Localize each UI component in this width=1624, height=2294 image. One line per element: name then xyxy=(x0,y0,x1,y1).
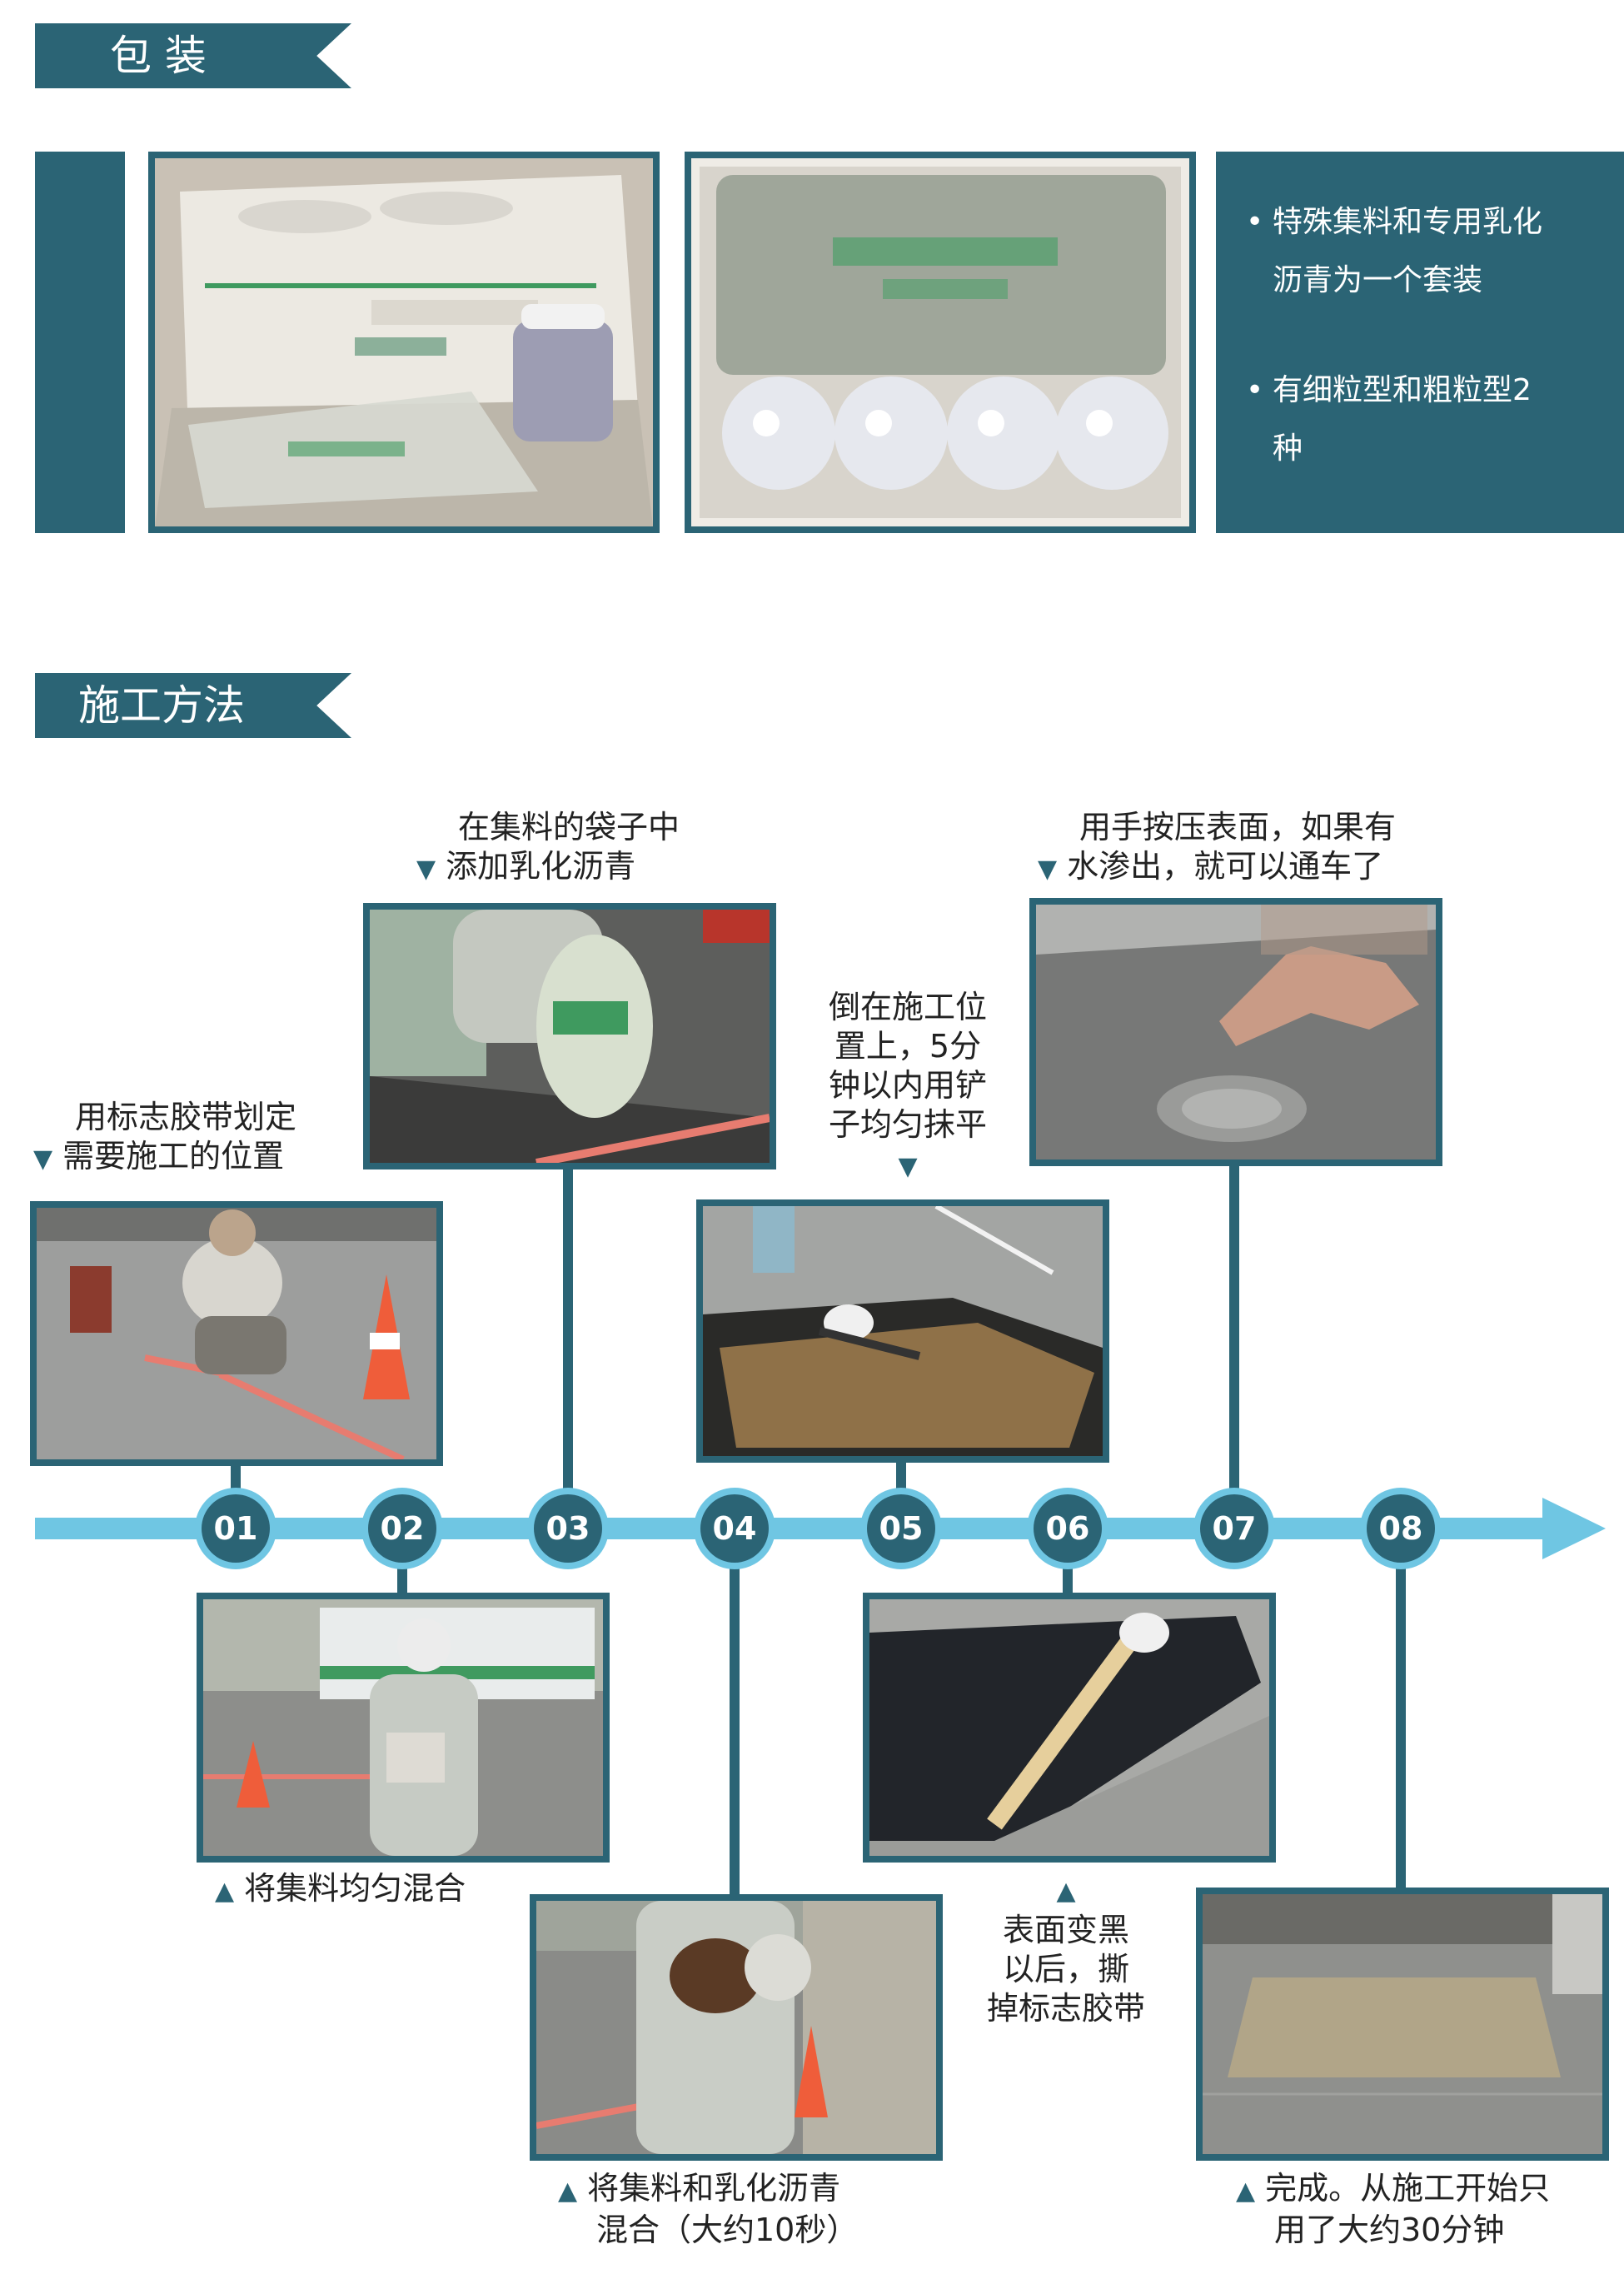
step-photo-04 xyxy=(530,1894,943,2161)
kit-photo xyxy=(691,158,1189,526)
step-06-image xyxy=(869,1599,1269,1856)
bullet-dot-icon: • xyxy=(1246,373,1264,407)
step-number: 06 xyxy=(1034,1494,1102,1563)
step-caption-01: 用标志胶带划定 ▼ 需要施工的位置 xyxy=(33,1098,400,1179)
packaging-features: • 特殊集料和专用乳化沥青为一个套装 • 有细粒型和粗粒型2种 xyxy=(1216,152,1624,533)
step-number: 08 xyxy=(1367,1494,1435,1563)
feature-text: 特殊集料和专用乳化沥青为一个套装 xyxy=(1273,205,1543,297)
section-banner-packaging: 包 装 xyxy=(35,23,351,88)
kit-photo-image xyxy=(691,158,1189,526)
down-triangle-icon: ▼ xyxy=(1038,855,1058,884)
box-photo-image xyxy=(155,158,653,526)
step-caption-08: ▲ 完成。从施工开始只 用了大约30分钟 xyxy=(1236,2169,1619,2250)
step-05-image xyxy=(703,1206,1103,1456)
step-caption-06: ▲ 表面变黑 以后，撕 掉标志胶带 xyxy=(941,1869,1191,2028)
down-triangle-icon: ▼ xyxy=(416,855,436,884)
section-title-packaging: 包 装 xyxy=(110,32,207,80)
caption-line: 用标志胶带划定 xyxy=(75,1099,297,1135)
step-number: 04 xyxy=(700,1494,769,1563)
step-01-image xyxy=(37,1208,436,1459)
step-photo-07 xyxy=(1029,898,1442,1166)
section-banner-method: 施工方法 xyxy=(35,673,351,738)
step-node-08: 08 xyxy=(1360,1488,1442,1569)
step-number: 01 xyxy=(202,1494,270,1563)
step-caption-04: ▲ 将集料和乳化沥青 混合（大约10秒） xyxy=(558,2169,958,2250)
down-triangle-icon: ▼ xyxy=(898,1152,918,1181)
step-photo-06 xyxy=(863,1593,1276,1863)
step-photo-01 xyxy=(30,1201,443,1466)
connector-line xyxy=(1229,1163,1239,1498)
step-node-06: 06 xyxy=(1027,1488,1108,1569)
step-photo-08 xyxy=(1196,1888,1609,2161)
step-07-image xyxy=(1036,905,1436,1159)
caption-line: 水渗出，就可以通车了 xyxy=(1067,848,1384,885)
caption-line: 用了大约30分钟 xyxy=(1274,2212,1505,2248)
feature-item: • 特殊集料和专用乳化沥青为一个套装 xyxy=(1246,193,1599,310)
step-number: 05 xyxy=(867,1494,935,1563)
caption-line: 倒在施工位 xyxy=(828,989,987,1025)
up-triangle-icon: ▲ xyxy=(1236,2177,1256,2206)
step-node-03: 03 xyxy=(527,1488,609,1569)
caption-line: 完成。从施工开始只 xyxy=(1265,2170,1551,2207)
step-04-image xyxy=(536,1901,936,2154)
caption-line: 以后，撕 xyxy=(1002,1951,1129,1987)
caption-line: 置上，5分 xyxy=(834,1028,982,1065)
step-node-05: 05 xyxy=(860,1488,942,1569)
caption-line: 子均匀抹平 xyxy=(828,1106,987,1143)
step-caption-07: 用手按压表面，如果有 ▼ 水渗出，就可以通车了 xyxy=(1038,808,1504,889)
caption-line: 将集料均匀混合 xyxy=(244,1870,466,1907)
connector-line xyxy=(1396,1559,1406,1894)
step-caption-03: 在集料的袋子中 ▼ 添加乳化沥青 xyxy=(416,808,783,889)
step-node-07: 07 xyxy=(1193,1488,1275,1569)
caption-line: 混合（大约10秒） xyxy=(596,2212,859,2248)
timeline-arrow-icon xyxy=(1542,1498,1606,1559)
step-08-image xyxy=(1203,1894,1602,2154)
step-caption-05: 倒在施工位 置上，5分 钟以内用铲 子均匀抹平 ▼ xyxy=(783,988,1033,1186)
step-node-04: 04 xyxy=(694,1488,775,1569)
step-photo-03 xyxy=(363,903,776,1169)
step-number: 03 xyxy=(534,1494,602,1563)
down-triangle-icon: ▼ xyxy=(33,1145,53,1174)
caption-line: 在集料的袋子中 xyxy=(458,809,680,845)
timeline-bar xyxy=(35,1518,1551,1539)
step-03-image xyxy=(370,910,770,1163)
caption-line: 钟以内用铲 xyxy=(828,1067,987,1104)
step-number: 02 xyxy=(368,1494,436,1563)
caption-line: 将集料和乳化沥青 xyxy=(587,2170,841,2207)
section-title-method: 施工方法 xyxy=(78,681,245,730)
step-number: 07 xyxy=(1200,1494,1268,1563)
step-02-image xyxy=(203,1599,603,1856)
step-node-01: 01 xyxy=(195,1488,276,1569)
caption-line: 表面变黑 xyxy=(1002,1912,1129,1948)
caption-line: 用手按压表面，如果有 xyxy=(1079,809,1397,845)
decorative-tile xyxy=(35,152,125,533)
bullet-dot-icon: • xyxy=(1246,205,1264,239)
up-triangle-icon: ▲ xyxy=(1056,1877,1076,1906)
step-photo-02 xyxy=(197,1593,610,1863)
connector-line xyxy=(231,1456,241,1498)
connector-line xyxy=(563,1163,573,1498)
up-triangle-icon: ▲ xyxy=(215,1877,235,1906)
step-photo-05 xyxy=(696,1199,1109,1463)
caption-line: 需要施工的位置 xyxy=(62,1138,285,1174)
caption-line: 掉标志胶带 xyxy=(986,1990,1145,2027)
feature-text: 有细粒型和粗粒型2种 xyxy=(1273,373,1532,466)
connector-line xyxy=(896,1456,906,1498)
box-photo xyxy=(155,158,653,526)
packaging-photo-kit xyxy=(685,152,1196,533)
packaging-photo-box xyxy=(148,152,660,533)
feature-item: • 有细粒型和粗粒型2种 xyxy=(1246,362,1599,478)
step-caption-02: ▲ 将集料均匀混合 xyxy=(215,1869,598,1911)
caption-line: 添加乳化沥青 xyxy=(446,848,636,885)
connector-line xyxy=(730,1559,740,1894)
step-node-02: 02 xyxy=(361,1488,443,1569)
up-triangle-icon: ▲ xyxy=(558,2177,578,2206)
